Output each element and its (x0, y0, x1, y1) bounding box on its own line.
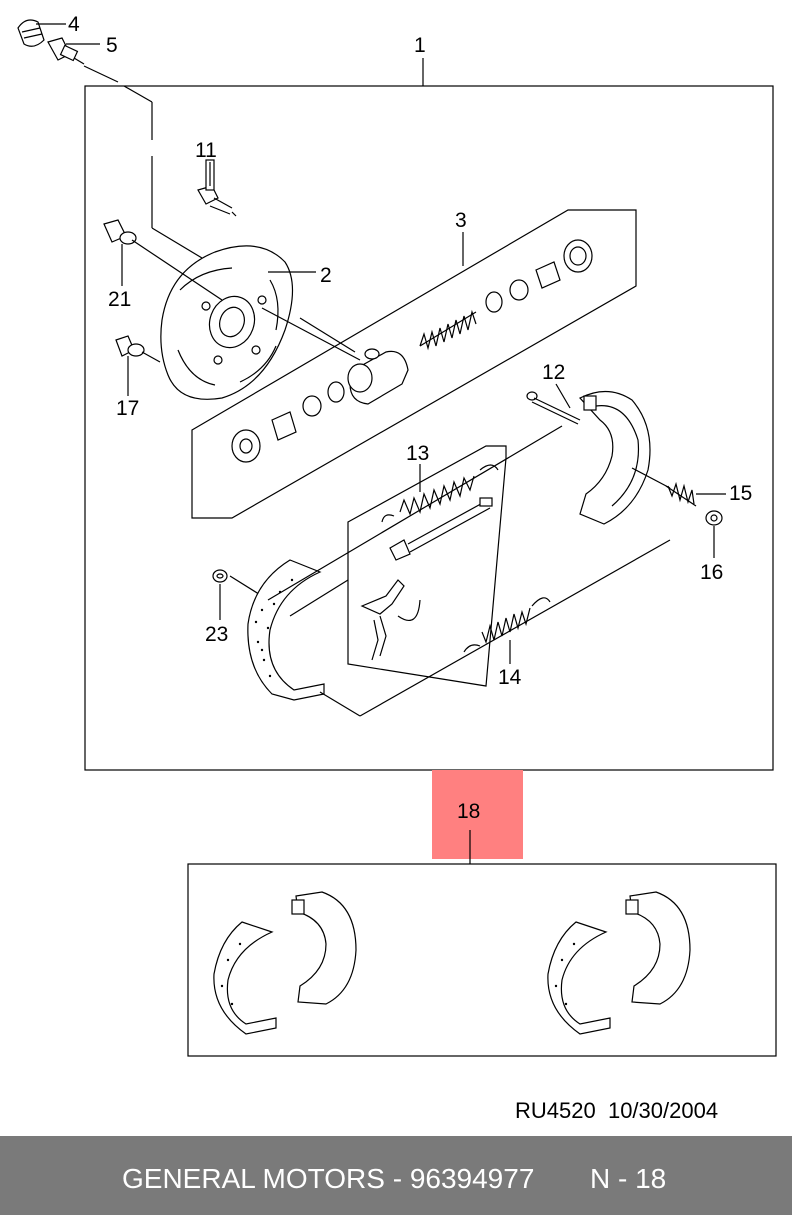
footer-page-number: N - 18 (590, 1163, 667, 1194)
callout-17: 17 (116, 397, 139, 420)
part-17-fitting (115, 335, 145, 357)
reference-code: RU4520 10/30/2004 (515, 1098, 718, 1124)
part-3-wheel-cylinder (347, 348, 409, 405)
callout-5: 5 (106, 34, 118, 57)
cylinder-cup-right (485, 239, 593, 313)
right-brake-shoe (579, 390, 651, 525)
part-14-spring (463, 597, 551, 653)
part-2-backing-plate (160, 245, 294, 400)
part-4-boot (17, 19, 45, 47)
footer-part-number: GENERAL MOTORS - 96394977 (122, 1163, 535, 1194)
left-brake-shoe (247, 559, 325, 701)
callout-2: 2 (320, 264, 332, 287)
callout-11: 11 (195, 139, 217, 162)
callout-16: 16 (700, 561, 723, 584)
callout-1: 1 (414, 34, 426, 57)
hardware-group-outline (347, 445, 507, 687)
parking-lever (360, 579, 421, 661)
brake-assembly-diagram: 1 2 3 4 5 11 12 13 14 15 16 17 18 21 23 (17, 13, 777, 1057)
part-11-bolt (197, 159, 233, 215)
kit-shoe-pair-right (547, 891, 691, 1035)
part-21-bleeder (103, 219, 137, 245)
kit-18-highlight (432, 770, 523, 859)
part-5-bleeder-screw (47, 37, 85, 65)
part-12-pin (526, 391, 581, 425)
cylinder-cup-left (231, 381, 345, 463)
callout-18: 18 (457, 800, 480, 823)
callout-13: 13 (406, 442, 429, 465)
callout-21: 21 (108, 288, 131, 311)
part-23-washer (212, 569, 228, 583)
callout-12: 12 (542, 361, 565, 384)
reference-date: 10/30/2004 (607, 1098, 719, 1123)
part-16-retainer (705, 510, 723, 526)
part-3-group-outline (191, 209, 637, 519)
callout-3: 3 (455, 209, 467, 232)
cylinder-spring (419, 309, 477, 351)
footer-bar (0, 1136, 792, 1215)
kit-18-frame (187, 863, 777, 1057)
callout-23: 23 (205, 623, 228, 646)
callout-15: 15 (729, 482, 752, 505)
part-13-spring (381, 464, 499, 523)
assembly-frame (84, 85, 774, 771)
adjuster-strut (389, 497, 493, 561)
reference-code-value: RU4520 (515, 1098, 596, 1123)
kit-shoe-pair-left (213, 891, 357, 1035)
part-15-spring (665, 481, 697, 507)
callout-14: 14 (498, 666, 522, 689)
callout-4: 4 (68, 13, 80, 36)
